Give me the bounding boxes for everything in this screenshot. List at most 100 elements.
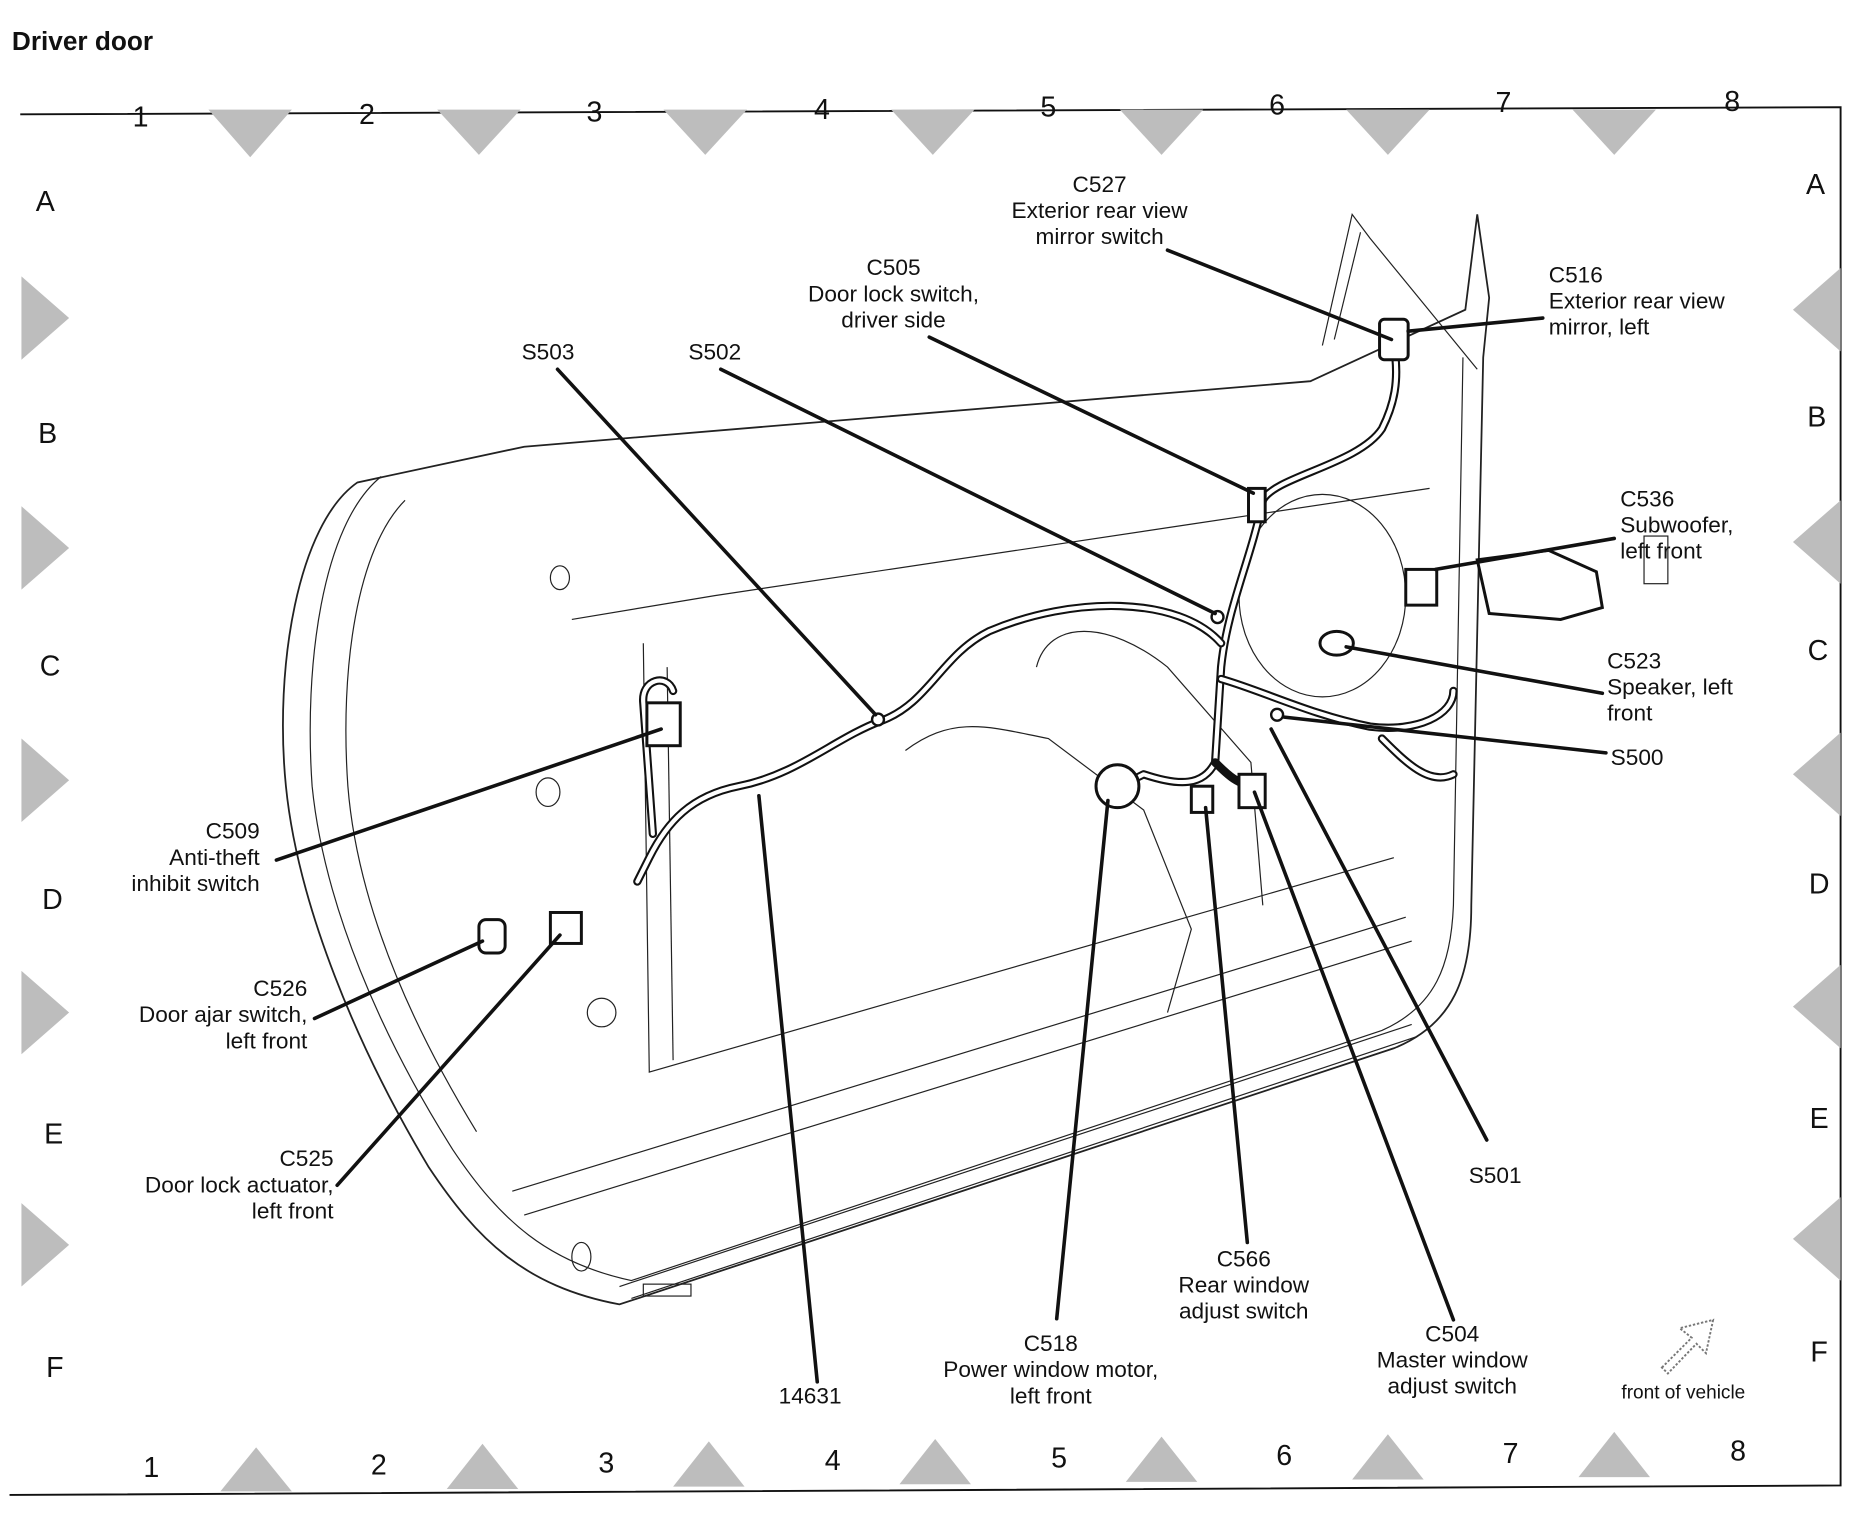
col-label: 2 — [371, 1450, 387, 1482]
svg-text:C525: C525 — [279, 1146, 333, 1171]
label-c523: C523 Speaker, left front — [1607, 648, 1733, 725]
connector-c526 — [477, 918, 507, 955]
label-c505: C505 Door lock switch, driver side — [808, 255, 979, 332]
svg-text:inhibit switch: inhibit switch — [131, 871, 259, 896]
connector-c504 — [1237, 772, 1267, 810]
row-label: E — [44, 1119, 63, 1151]
svg-text:Power window motor,: Power window motor, — [943, 1357, 1158, 1382]
diagram-title: Driver door — [12, 26, 153, 56]
col-label: 1 — [133, 101, 149, 133]
svg-text:left front: left front — [252, 1199, 334, 1224]
svg-text:C527: C527 — [1073, 172, 1127, 197]
label-s501: S501 — [1469, 1163, 1522, 1188]
top-grid-markers — [208, 109, 1656, 158]
row-label: C — [40, 650, 61, 682]
col-label: 2 — [359, 99, 375, 131]
connector-c516 — [1378, 317, 1410, 362]
col-label: 5 — [1040, 92, 1056, 124]
row-label: F — [46, 1352, 63, 1384]
svg-text:Master window: Master window — [1377, 1348, 1529, 1373]
connector-c518 — [1094, 763, 1141, 810]
label-c504: C504 Master window adjust switch — [1377, 1321, 1529, 1398]
left-grid-markers — [21, 276, 70, 1287]
label-c509: C509 Anti-theft inhibit switch — [131, 819, 260, 896]
svg-text:left front: left front — [1620, 539, 1702, 564]
label-c516: C516 Exterior rear view mirror, left — [1549, 262, 1726, 339]
svg-text:Exterior rear view: Exterior rear view — [1012, 198, 1189, 223]
row-label: D — [1809, 868, 1830, 900]
col-label: 4 — [825, 1445, 841, 1477]
svg-text:Anti-theft: Anti-theft — [169, 845, 260, 870]
bottom-grid-markers — [220, 1431, 1650, 1492]
label-s500: S500 — [1611, 745, 1664, 770]
splice-s503 — [870, 712, 886, 727]
connector-c523 — [1318, 629, 1355, 657]
svg-text:Rear window: Rear window — [1178, 1272, 1309, 1297]
col-label: 6 — [1269, 89, 1285, 121]
col-label: 7 — [1503, 1438, 1519, 1470]
connectors — [477, 317, 1605, 955]
svg-text:C509: C509 — [206, 819, 260, 844]
svg-text:C505: C505 — [866, 255, 920, 280]
svg-text:left front: left front — [226, 1028, 308, 1053]
leader-lines — [274, 248, 1617, 1384]
label-c536: C536 Subwoofer, left front — [1620, 486, 1733, 563]
col-label: 4 — [814, 94, 830, 126]
svg-text:Door lock switch,: Door lock switch, — [808, 281, 979, 306]
row-label: A — [36, 186, 55, 218]
svg-text:C536: C536 — [1620, 486, 1674, 511]
row-label: A — [1806, 169, 1825, 201]
row-label: E — [1810, 1103, 1829, 1135]
door-panel-drawing — [282, 213, 1669, 1306]
col-label: 5 — [1051, 1443, 1067, 1475]
svg-text:Door lock actuator,: Door lock actuator, — [145, 1172, 334, 1197]
svg-text:Door ajar switch,: Door ajar switch, — [139, 1002, 307, 1027]
label-s502: S502 — [688, 340, 741, 365]
col-label: 1 — [143, 1452, 159, 1484]
row-label: B — [38, 418, 57, 450]
svg-text:front: front — [1607, 701, 1653, 726]
svg-text:C504: C504 — [1425, 1321, 1479, 1346]
row-label: C — [1808, 635, 1829, 667]
svg-text:C518: C518 — [1024, 1331, 1078, 1356]
svg-text:Subwoofer,: Subwoofer, — [1620, 512, 1733, 537]
arrow-up-right-icon — [1660, 1318, 1715, 1375]
right-row-letters: A B C D E F — [1806, 169, 1829, 1368]
svg-text:left front: left front — [1010, 1383, 1092, 1408]
label-c527: C527 Exterior rear view mirror switch — [1012, 172, 1189, 249]
left-row-letters: A B C D E F — [36, 186, 64, 1384]
label-s503: S503 — [522, 340, 575, 365]
svg-text:C526: C526 — [253, 976, 307, 1001]
svg-text:C523: C523 — [1607, 648, 1661, 673]
label-c526: C526 Door ajar switch, left front — [139, 976, 308, 1053]
col-label: 3 — [598, 1447, 614, 1479]
label-c525: C525 Door lock actuator, left front — [145, 1146, 334, 1223]
svg-text:mirror switch: mirror switch — [1035, 224, 1163, 249]
connector-c509 — [645, 701, 682, 748]
col-label: 6 — [1276, 1440, 1292, 1472]
svg-text:adjust switch: adjust switch — [1179, 1299, 1309, 1324]
connector-c566 — [1189, 784, 1215, 814]
svg-text:adjust switch: adjust switch — [1387, 1374, 1517, 1399]
row-label: F — [1810, 1337, 1827, 1369]
svg-text:driver side: driver side — [841, 308, 945, 333]
svg-text:Exterior rear view: Exterior rear view — [1549, 289, 1726, 314]
col-label: 3 — [587, 97, 603, 129]
label-harness-14631: 14631 — [779, 1383, 842, 1408]
connector-c505 — [1247, 486, 1267, 524]
col-label: 8 — [1730, 1435, 1746, 1467]
row-label: B — [1807, 401, 1826, 433]
svg-text:Speaker, left: Speaker, left — [1607, 674, 1733, 699]
col-label: 8 — [1724, 86, 1740, 118]
front-of-vehicle-label: front of vehicle — [1621, 1382, 1745, 1403]
top-column-numbers: 1 2 3 4 5 6 7 8 — [133, 86, 1741, 133]
label-c566: C566 Rear window adjust switch — [1178, 1246, 1309, 1323]
svg-text:C566: C566 — [1217, 1246, 1271, 1271]
connector-c536 — [1404, 567, 1439, 607]
svg-text:mirror, left: mirror, left — [1549, 315, 1650, 340]
row-label: D — [42, 884, 63, 916]
splice-s500 — [1269, 707, 1285, 722]
svg-text:C516: C516 — [1549, 262, 1603, 287]
bottom-column-numbers: 1 2 3 4 5 6 7 8 — [143, 1435, 1746, 1484]
